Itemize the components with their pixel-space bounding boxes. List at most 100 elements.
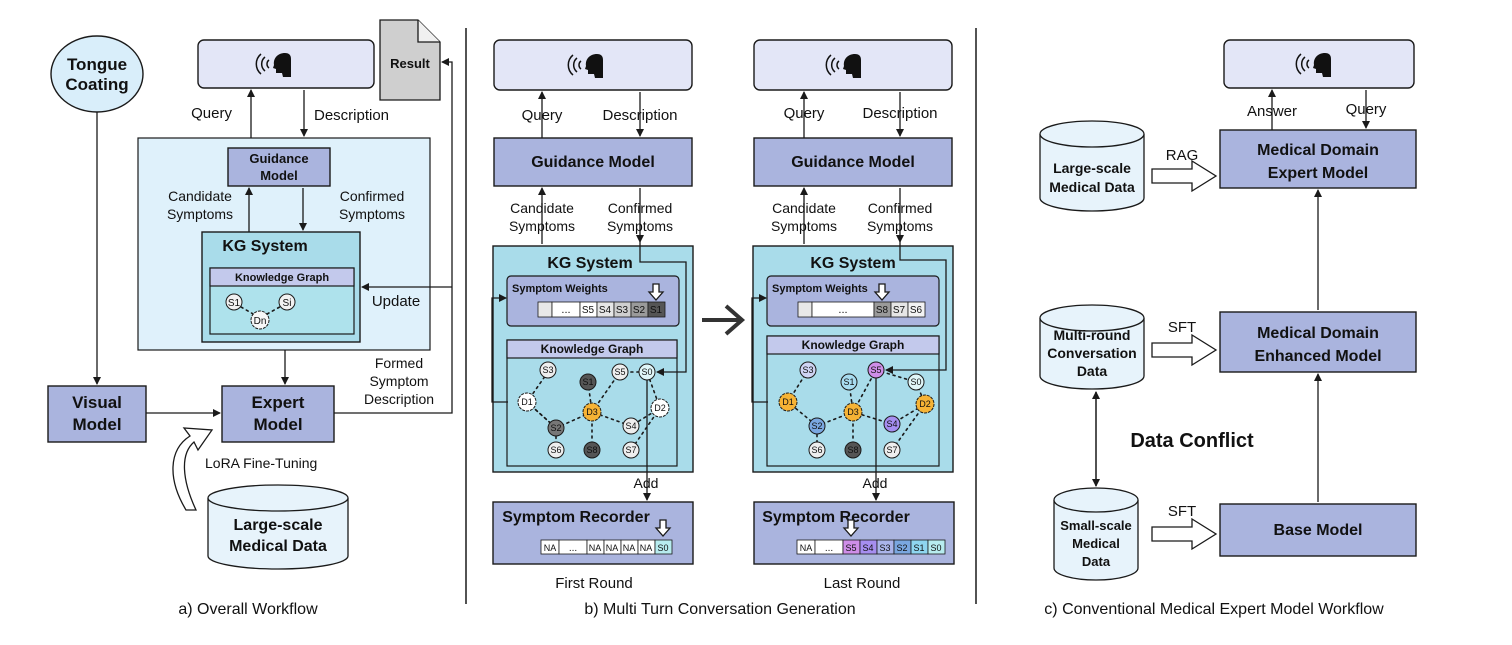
sft-label-2: SFT [1168, 503, 1196, 520]
svg-text:S3: S3 [616, 305, 629, 316]
candidate-symptoms-label-a: Candidate [168, 188, 232, 204]
svg-text:S7: S7 [625, 445, 636, 455]
knowledge-graph-label-a: Knowledge Graph [235, 272, 329, 284]
svg-text:S1: S1 [228, 298, 241, 309]
svg-text:S7: S7 [893, 305, 906, 316]
small-scale-data-cylinder [1053, 500, 1139, 581]
svg-text:S1: S1 [650, 305, 663, 316]
svg-text:S2: S2 [550, 423, 561, 433]
svg-text:S0: S0 [910, 377, 921, 387]
svg-text:...: ... [838, 304, 847, 316]
add-label-b1: Add [634, 475, 659, 491]
candidate-symptoms-label-b1: Candidate [510, 200, 574, 216]
guidance-model-label-a: Guidance [249, 151, 308, 166]
confirmed-symptoms-label-b1: Confirmed [608, 200, 673, 216]
svg-text:D1: D1 [782, 397, 794, 407]
svg-text:S4: S4 [625, 421, 636, 431]
rag-label: RAG [1166, 147, 1199, 164]
kg-system-label-b2: KG System [810, 255, 895, 272]
large-scale-medical-data-label-c: Large-scale [1053, 160, 1131, 176]
symptom-recorder-label-b1: Symptom Recorder [502, 509, 650, 526]
svg-text:D2: D2 [919, 399, 931, 409]
query-label-b1: Query [522, 107, 563, 124]
formed-symptom-description-label: Formed [375, 355, 423, 371]
svg-text:D3: D3 [586, 407, 598, 417]
expert-model-box-c [1219, 129, 1417, 189]
svg-text:S6: S6 [811, 445, 822, 455]
svg-text:D2: D2 [654, 403, 666, 413]
panel-b-multi-turn: Query Description Guidance Model Candida… [491, 39, 955, 618]
query-label-b2: Query [784, 105, 825, 122]
svg-text:NA: NA [589, 543, 602, 553]
svg-text:NA: NA [606, 543, 619, 553]
result-label: Result [390, 56, 430, 71]
kg-system-label-a: KG System [222, 238, 307, 255]
svg-text:S5: S5 [845, 543, 856, 553]
svg-text:S4: S4 [886, 419, 897, 429]
query-label-c: Query [1346, 101, 1387, 118]
recorder-bar-b1: NA ... NA NA NA NA S0 [540, 519, 673, 555]
svg-text:S8: S8 [847, 445, 858, 455]
symptom-weights-bar-b2: ... S8 S7 S6 [797, 283, 926, 318]
svg-text:S6: S6 [910, 305, 923, 316]
svg-text:S5: S5 [870, 365, 881, 375]
tongue-coating-node [50, 35, 144, 113]
svg-text:S0: S0 [930, 543, 941, 553]
svg-text:S0: S0 [641, 367, 652, 377]
guidance-model-box-a [227, 147, 331, 187]
svg-text:S3: S3 [879, 543, 890, 553]
confirmed-symptoms-label-b2: Confirmed [868, 200, 933, 216]
kg-nodes-b2: S3 S1 S5 S0 D1 D3 D2 S2 S4 S6 S8 S7 [778, 361, 935, 459]
caption-a: a) Overall Workflow [178, 601, 318, 618]
tongue-coating-label: Tongue [67, 55, 127, 74]
svg-text:S3: S3 [802, 365, 813, 375]
svg-text:...: ... [561, 304, 570, 316]
multi-round-data-label: Multi-round [1054, 327, 1131, 343]
svg-text:D3: D3 [847, 407, 859, 417]
expert-model-label-c: Medical Domain [1257, 142, 1379, 159]
large-scale-medical-data-label-a: Large-scale [234, 517, 323, 534]
svg-text:S4: S4 [599, 305, 612, 316]
symptom-weights-bar-b1: ... S5 S4 S3 S2 S1 [537, 283, 666, 318]
svg-text:S1: S1 [582, 377, 593, 387]
svg-text:NA: NA [623, 543, 636, 553]
first-round-label: First Round [555, 575, 633, 592]
svg-text:S5: S5 [614, 367, 625, 377]
enhanced-model-label-c: Medical Domain [1257, 325, 1379, 342]
caption-b: b) Multi Turn Conversation Generation [584, 601, 855, 618]
svg-text:S0: S0 [657, 543, 668, 553]
svg-text:D1: D1 [521, 397, 533, 407]
description-label-b1: Description [602, 107, 677, 124]
large-scale-data-cylinder-c [1039, 134, 1145, 212]
svg-text:S4: S4 [862, 543, 873, 553]
description-label-a: Description [314, 107, 389, 124]
query-label-a: Query [191, 105, 232, 122]
svg-text:S3: S3 [542, 365, 553, 375]
confirmed-symptoms-label-a: Confirmed [340, 188, 405, 204]
svg-text:NA: NA [800, 543, 813, 553]
svg-text:S6: S6 [550, 445, 561, 455]
svg-text:S8: S8 [586, 445, 597, 455]
guidance-model-box-b1 [493, 137, 693, 187]
svg-text:S2: S2 [811, 421, 822, 431]
last-round-label: Last Round [824, 575, 901, 592]
guidance-model-box-b2 [753, 137, 953, 187]
knowledge-graph-label-b1: Knowledge Graph [541, 342, 644, 356]
symptom-recorder-label-b2: Symptom Recorder [762, 509, 910, 526]
base-model-label-c: Base Model [1274, 522, 1363, 539]
svg-text:...: ... [825, 543, 833, 554]
symptom-weights-label-b1: Symptom Weights [512, 283, 608, 295]
answer-label-c: Answer [1247, 103, 1297, 120]
round-transition-arrow [702, 304, 746, 336]
svg-text:Si: Si [283, 298, 292, 309]
